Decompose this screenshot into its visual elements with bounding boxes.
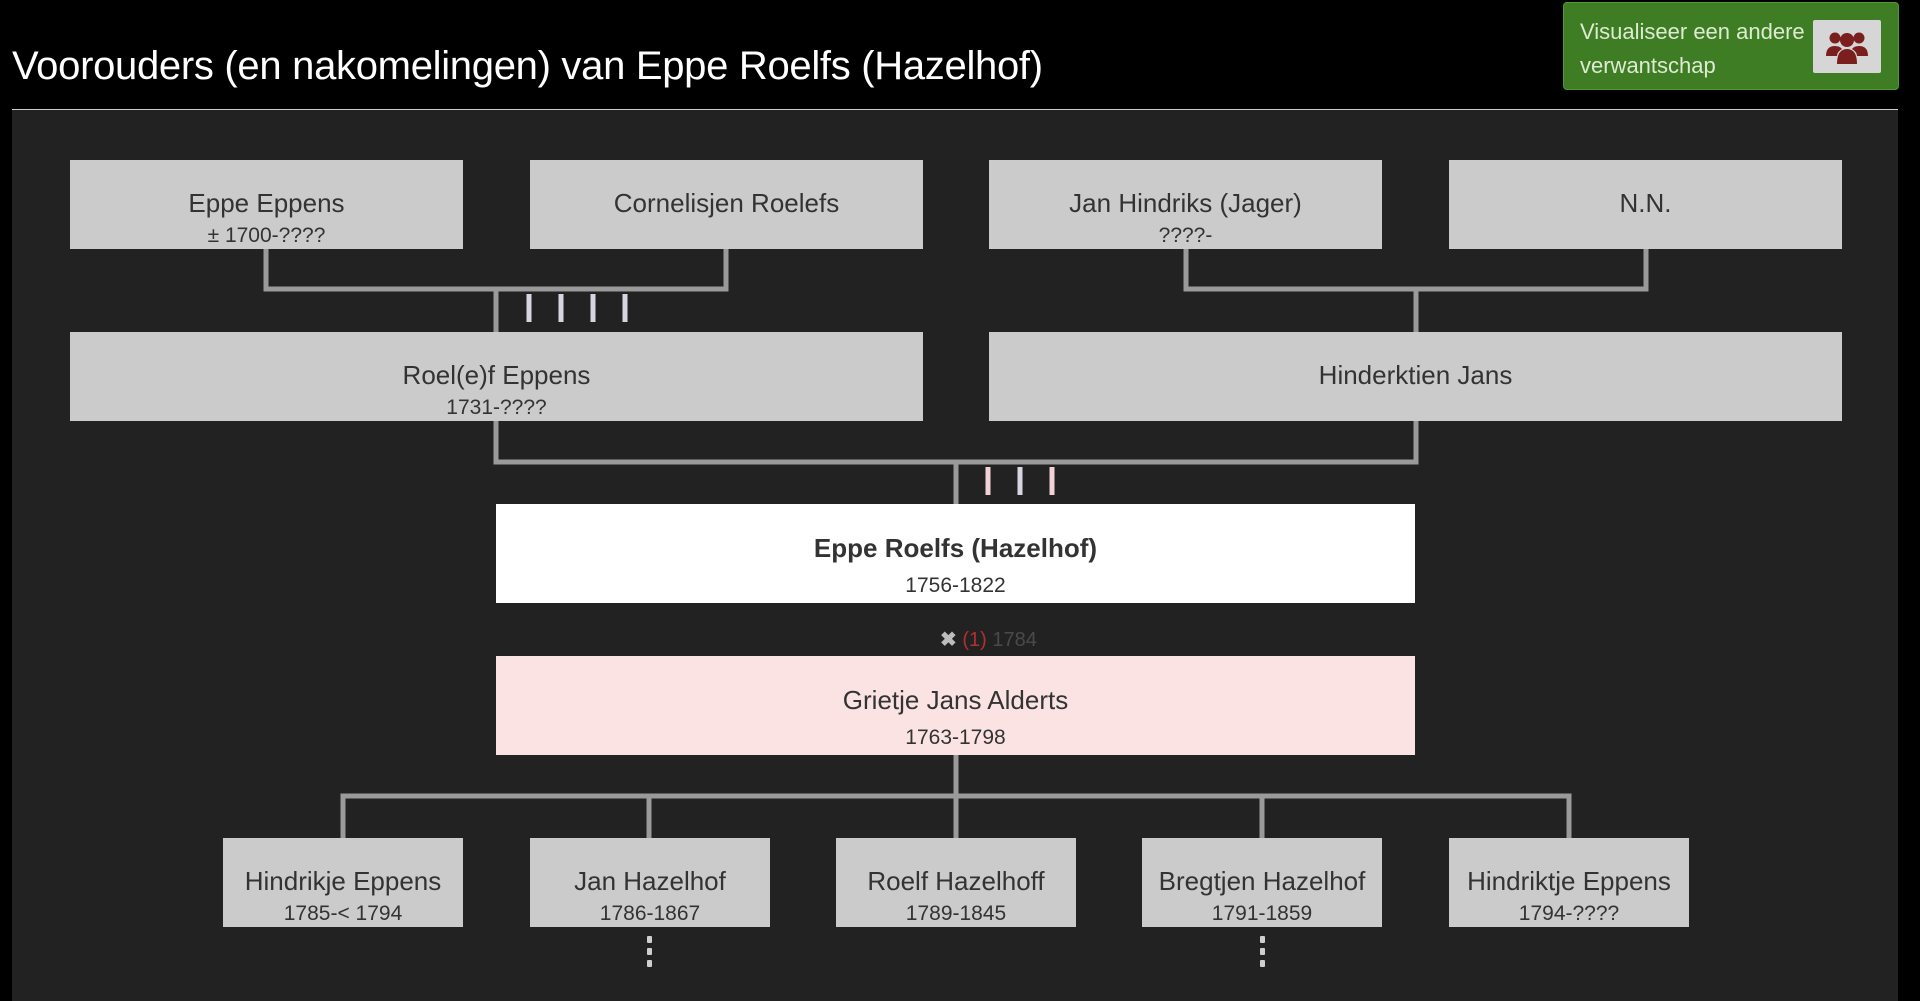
person-name: Jan Hazelhof <box>574 866 726 896</box>
person-name: Cornelisjen Roelefs <box>613 188 840 218</box>
person-child[interactable]: Bregtjen Hazelhof 1791-1859 <box>1142 838 1382 927</box>
person-spouse[interactable]: Grietje Jans Alderts 1763-1798 <box>496 656 1415 755</box>
person-dates: 1763-1798 <box>905 726 1006 749</box>
person-child[interactable]: Roelf Hazelhoff 1789-1845 <box>836 838 1076 927</box>
person-dates: 1789-1845 <box>905 902 1007 925</box>
person-dates: 1786-1867 <box>599 902 701 925</box>
action-button-label: Visualiseer een andere verwantschap <box>1580 19 1805 78</box>
person-mother[interactable]: Hinderktien Jans <box>989 332 1842 421</box>
expand-descendants-icon[interactable] <box>644 936 654 976</box>
person-name: Grietje Jans Alderts <box>842 685 1069 715</box>
cross-icon: ✖ <box>940 629 957 651</box>
person-dates: ????- <box>1158 224 1213 247</box>
person-grandmother-maternal[interactable]: N.N. <box>1449 160 1842 249</box>
person-name: Hindriktje Eppens <box>1467 866 1671 896</box>
person-dates: 1785-< 1794 <box>283 902 403 925</box>
users-icon <box>1813 20 1881 73</box>
person-dates: ± 1700-???? <box>207 224 326 247</box>
person-father[interactable]: Roel(e)f Eppens 1731-???? <box>70 332 923 421</box>
person-name: N.N. <box>1619 188 1672 218</box>
person-dates: 1756-1822 <box>905 574 1006 597</box>
person-dates: 1794-???? <box>1518 902 1620 925</box>
page-title: Voorouders (en nakomelingen) van Eppe Ro… <box>12 44 1043 88</box>
person-name: Hinderktien Jans <box>1318 360 1513 390</box>
family-tree-panel: Eppe Eppens ± 1700-???? Cornelisjen Roel… <box>12 110 1898 1001</box>
person-name: Jan Hindriks (Jager) <box>1069 188 1302 218</box>
person-name: Bregtjen Hazelhof <box>1158 866 1366 896</box>
person-dates: 1731-???? <box>446 396 547 419</box>
marriage-year: 1784 <box>992 629 1037 651</box>
person-grandfather-maternal[interactable]: Jan Hindriks (Jager) ????- <box>989 160 1382 249</box>
person-name: Eppe Roelfs (Hazelhof) <box>813 533 1098 563</box>
person-grandmother-paternal[interactable]: Cornelisjen Roelefs <box>530 160 923 249</box>
person-name: Eppe Eppens <box>188 188 345 218</box>
person-child[interactable]: Hindriktje Eppens 1794-???? <box>1449 838 1689 927</box>
tree-connector-lines <box>263 245 1649 841</box>
marriage-number: (1) <box>962 629 987 651</box>
person-grandfather-paternal[interactable]: Eppe Eppens ± 1700-???? <box>70 160 463 249</box>
person-name: Hindrikje Eppens <box>244 866 442 896</box>
marriage-info: ✖ (1) 1784 <box>940 627 1037 652</box>
person-child[interactable]: Jan Hazelhof 1786-1867 <box>530 838 770 927</box>
person-name: Roelf Hazelhoff <box>867 866 1045 896</box>
person-child[interactable]: Hindrikje Eppens 1785-< 1794 <box>223 838 463 927</box>
person-name: Roel(e)f Eppens <box>402 360 591 390</box>
expand-descendants-icon[interactable] <box>1257 936 1267 976</box>
visualize-other-relationship-button[interactable]: Visualiseer een andere verwantschap <box>1563 2 1899 90</box>
person-main[interactable]: Eppe Roelfs (Hazelhof) 1756-1822 <box>496 504 1415 603</box>
sibling-markers <box>526 294 1055 495</box>
title-divider <box>12 109 1898 110</box>
person-dates: 1791-1859 <box>1211 902 1313 925</box>
